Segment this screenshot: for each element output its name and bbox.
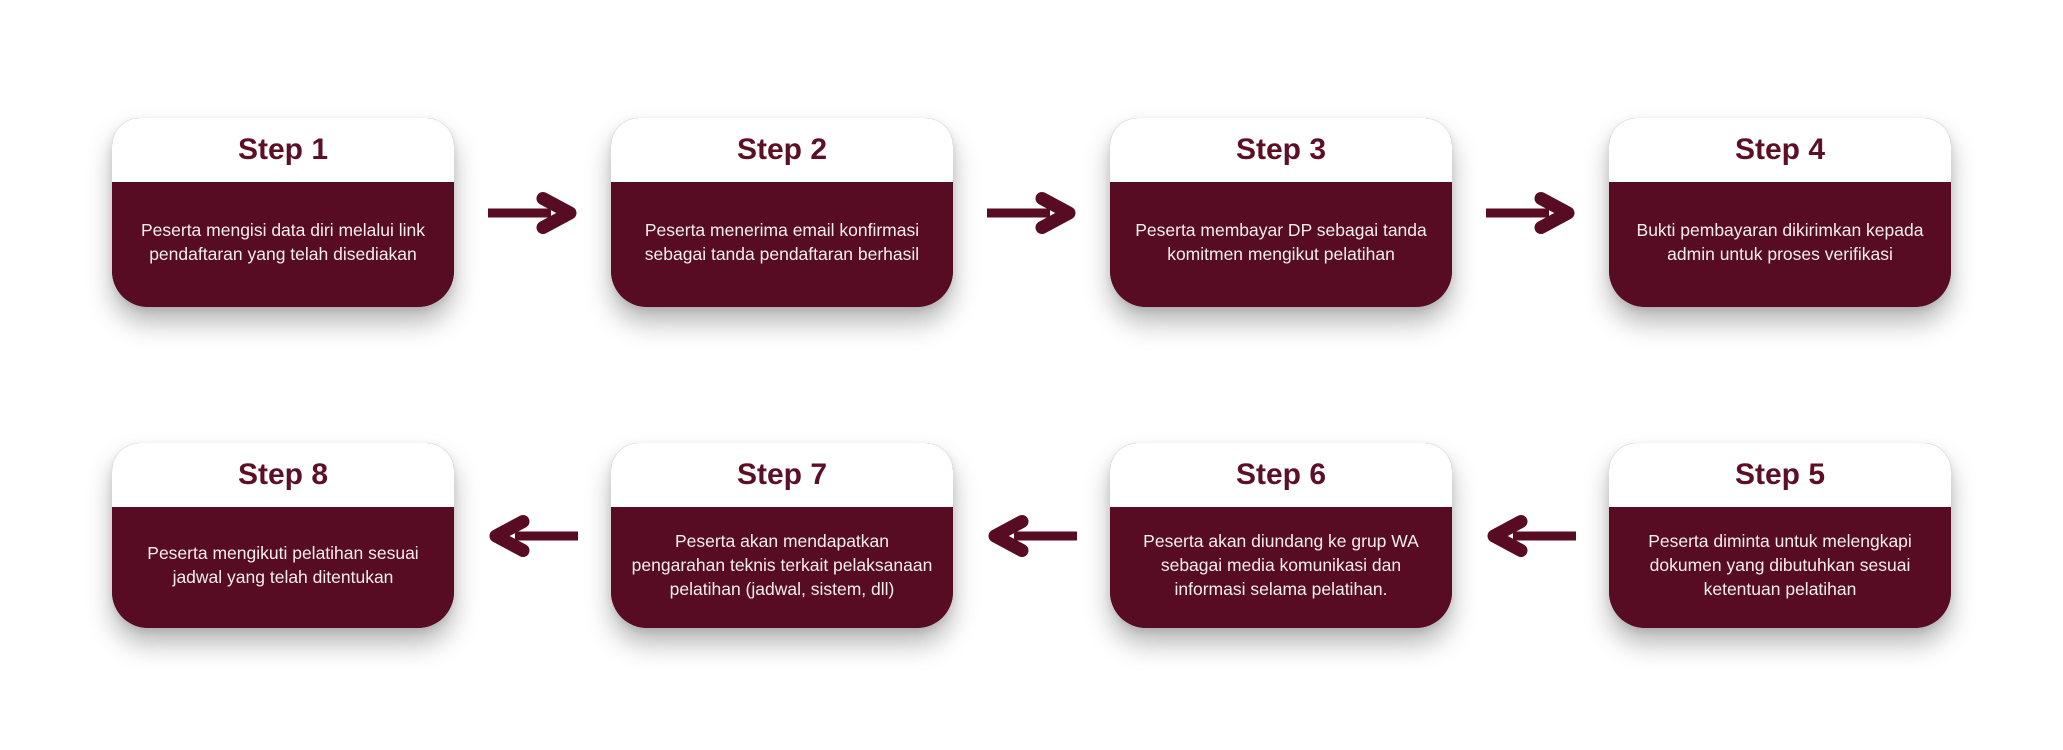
step-title: Step 4	[1734, 133, 1826, 166]
arrow-right-icon	[487, 191, 576, 234]
step-card-header: Step 3	[1110, 118, 1452, 182]
step-title: Step 6	[1235, 458, 1327, 491]
step-card-4: Step 4 Bukti pembayaran dikirimkan kepad…	[1609, 118, 1951, 307]
arrow-left-icon	[1487, 514, 1576, 557]
step-description: Peserta mengikuti pelatihan sesuai jadwa…	[147, 542, 419, 587]
arrow-right-icon	[986, 191, 1075, 234]
step-description: Peserta mengisi data diri melalui link p…	[140, 219, 426, 264]
step-card-body: Peserta menerima email konfirmasi sebaga…	[611, 182, 953, 307]
step-title: Step 8	[237, 458, 329, 491]
step-title: Step 3	[1235, 133, 1327, 166]
step-description: Peserta diminta untuk melengkapi dokumen…	[1648, 530, 1912, 599]
arrow-cell	[1452, 118, 1609, 307]
arrow-cell	[454, 443, 611, 628]
arrow-left-icon	[988, 514, 1077, 557]
step-card-header: Step 1	[112, 118, 454, 182]
step-card-1: Step 1 Peserta mengisi data diri melalui…	[112, 118, 454, 307]
step-card-body: Bukti pembayaran dikirimkan kepada admin…	[1609, 182, 1951, 307]
step-description: Peserta akan diundang ke grup WA sebagai…	[1143, 530, 1419, 599]
step-card-header: Step 6	[1110, 443, 1452, 507]
step-description: Peserta membayar DP sebagai tanda komitm…	[1135, 219, 1427, 264]
step-title: Step 7	[736, 458, 828, 491]
step-description: Bukti pembayaran dikirimkan kepada admin…	[1636, 219, 1924, 264]
arrow-cell	[953, 118, 1110, 307]
step-card-2: Step 2 Peserta menerima email konfirmasi…	[611, 118, 953, 307]
step-card-3: Step 3 Peserta membayar DP sebagai tanda…	[1110, 118, 1452, 307]
step-card-header: Step 2	[611, 118, 953, 182]
step-card-body: Peserta membayar DP sebagai tanda komitm…	[1110, 182, 1452, 307]
step-card-header: Step 8	[112, 443, 454, 507]
step-card-body: Peserta mengikuti pelatihan sesuai jadwa…	[112, 507, 454, 628]
step-card-body: Peserta mengisi data diri melalui link p…	[112, 182, 454, 307]
step-title: Step 5	[1734, 458, 1826, 491]
step-card-6: Step 6 Peserta akan diundang ke grup WA …	[1110, 443, 1452, 628]
step-card-body: Peserta akan mendapatkan pengarahan tekn…	[611, 507, 953, 628]
process-row-bottom: Step 8 Peserta mengikuti pelatihan sesua…	[112, 443, 1951, 628]
step-description: Peserta menerima email konfirmasi sebaga…	[644, 219, 920, 264]
step-title: Step 1	[237, 133, 329, 166]
step-description: Peserta akan mendapatkan pengarahan tekn…	[631, 530, 933, 599]
arrow-cell	[1452, 443, 1609, 628]
arrow-cell	[454, 118, 611, 307]
step-card-body: Peserta akan diundang ke grup WA sebagai…	[1110, 507, 1452, 628]
step-card-header: Step 7	[611, 443, 953, 507]
step-card-5: Step 5 Peserta diminta untuk melengkapi …	[1609, 443, 1951, 628]
step-title: Step 2	[736, 133, 828, 166]
arrow-right-icon	[1485, 191, 1574, 234]
step-card-7: Step 7 Peserta akan mendapatkan pengarah…	[611, 443, 953, 628]
step-card-8: Step 8 Peserta mengikuti pelatihan sesua…	[112, 443, 454, 628]
step-card-header: Step 5	[1609, 443, 1951, 507]
step-card-header: Step 4	[1609, 118, 1951, 182]
step-card-body: Peserta diminta untuk melengkapi dokumen…	[1609, 507, 1951, 628]
process-row-top: Step 1 Peserta mengisi data diri melalui…	[112, 118, 1951, 307]
arrow-cell	[953, 443, 1110, 628]
arrow-left-icon	[489, 514, 578, 557]
